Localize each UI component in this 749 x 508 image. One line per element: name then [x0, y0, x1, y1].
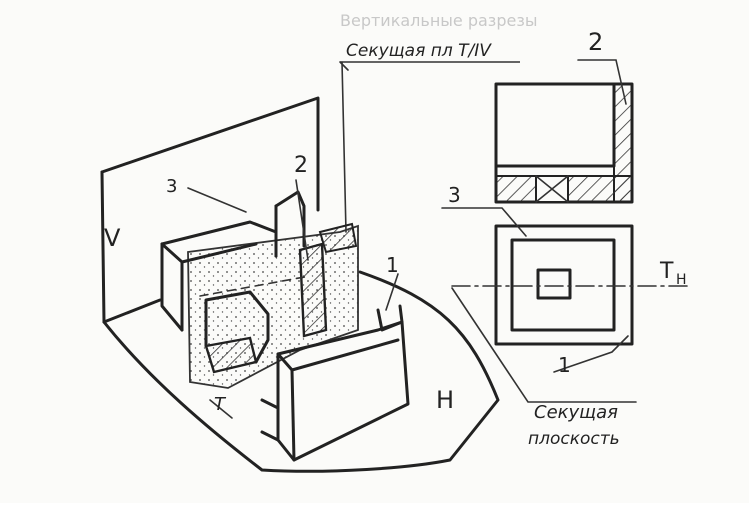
part-left-face [160, 242, 184, 332]
label-2-left: 2 [294, 153, 308, 178]
v-plane-outline [100, 96, 320, 212]
label-h: H [436, 386, 454, 414]
orthographic-views: T H 2 3 1 Секущая плоскость [441, 28, 689, 449]
leader-1-right [553, 335, 629, 373]
leader-1-left [385, 273, 399, 311]
leader-3-right [441, 207, 527, 237]
label-cutting-plane-right-line1: Секущая [534, 402, 618, 423]
leader-cutting-plane-right [451, 287, 637, 403]
front-block-front-edge [290, 368, 296, 462]
label-1-left: 1 [386, 253, 399, 277]
leader-t-left [209, 399, 233, 419]
faint-background-heading: Вертикальные разрезы [340, 11, 537, 30]
label-3-left: 3 [166, 176, 177, 197]
part-interior-step [204, 290, 270, 364]
label-t-h-subscript: H [676, 272, 687, 288]
label-cutting-plane-top: Секущая пл T/IV [346, 41, 492, 61]
label-cutting-plane-right-line2: плоскость [528, 429, 620, 449]
label-3-right: 3 [448, 183, 461, 207]
leader-3-left [187, 187, 247, 213]
axonometric-view: Секущая пл T/IV 2 3 1 V H T [100, 41, 520, 473]
label-t: T [214, 394, 227, 415]
section-hatch-top [318, 222, 358, 254]
v-plane-left-edge [100, 170, 106, 324]
top-view-inner [510, 238, 616, 332]
part-left-top-inner [160, 242, 258, 264]
leader-2-right [577, 59, 627, 105]
leader-cutting-top [339, 61, 349, 71]
leader-2-left [295, 179, 309, 261]
front-view-window-cross [535, 175, 569, 203]
section-hatch-middle [298, 242, 328, 338]
label-1-right: 1 [558, 353, 571, 377]
label-t-h: T [659, 259, 674, 284]
hidden-line [199, 275, 311, 297]
front-block-lip [376, 304, 404, 332]
front-block-notch [260, 398, 280, 442]
part-back-riser [274, 190, 306, 248]
h-plane-back-edge [102, 298, 162, 324]
top-view-square [536, 268, 572, 300]
h-plane-outline [102, 270, 500, 473]
front-view-inner-contour [494, 82, 616, 168]
label-v: V [104, 224, 121, 252]
top-view-outline [494, 224, 634, 346]
cutting-plane-vertical-trace [341, 61, 347, 233]
label-2-right: 2 [588, 28, 603, 56]
